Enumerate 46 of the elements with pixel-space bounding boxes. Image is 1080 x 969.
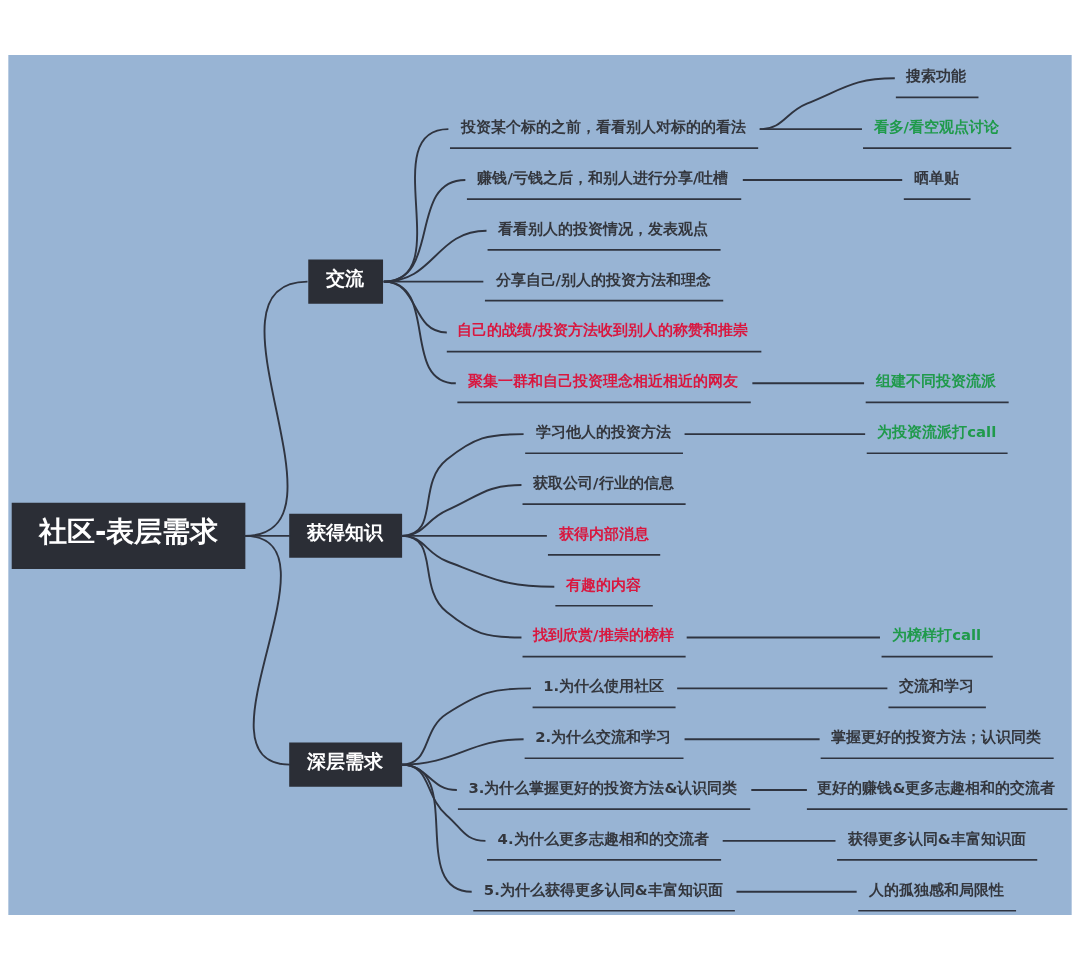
- node-text: 掌握更好的投资方法；认识同类: [831, 727, 1042, 745]
- node-text: 赚钱/亏钱之后，和别人进行分享/吐槽: [477, 168, 729, 186]
- node-text: 为投资流派打call: [877, 422, 997, 440]
- connector: [750, 788, 808, 791]
- node-text: 4.为什么更多志趣相和的交流者: [497, 829, 709, 847]
- node-box: 交流: [308, 259, 384, 304]
- node-text: 组建不同投资流派: [876, 371, 997, 389]
- node-box: 社区-表层需求: [11, 502, 246, 569]
- connector: [243, 534, 291, 766]
- node-text: 找到欣赏/推崇的榜样: [533, 625, 674, 643]
- node-text: 分享自己/别人的投资方法和理念: [495, 270, 711, 288]
- node-text: 人的孤独感和局限性: [868, 880, 1004, 898]
- connector: [683, 432, 867, 435]
- node-text: 搜索功能: [906, 66, 967, 84]
- node-text: 看多/看空观点讨论: [873, 117, 1000, 135]
- node-text: 看看别人的投资情况，发表观点: [498, 219, 709, 237]
- node-text: 3.为什么掌握更好的投资方法&认识同类: [468, 778, 738, 796]
- node-text: 5.为什么获得更多认同&丰富知识面: [483, 880, 723, 898]
- connector: [400, 686, 532, 766]
- node-text: 投资某个标的之前，看看别人对标的的看法: [460, 117, 746, 135]
- connector: [685, 636, 881, 638]
- node-text: 交流和学习: [899, 676, 975, 694]
- connector: [741, 178, 904, 181]
- node-text: 获得更多认同&丰富知识面: [847, 829, 1026, 847]
- connector: [758, 127, 863, 130]
- connector: [676, 686, 889, 689]
- node-text: 获取公司/行业的信息: [533, 473, 674, 491]
- node-text: 更好的赚钱&更多志趣相和的交流者: [817, 778, 1056, 796]
- node-box: 获得知识: [289, 513, 403, 558]
- connector: [400, 763, 473, 893]
- connector: [721, 839, 837, 842]
- connector: [751, 381, 866, 384]
- node-text: 学习他人的投资方法: [535, 422, 671, 440]
- node-text: 自己的战绩/投资方法收到别人的称赞和推崇: [457, 320, 748, 338]
- node-text: 为榜样打call: [892, 625, 982, 643]
- node-text: 1.为什么使用社区: [543, 676, 665, 694]
- node-text: 聚集一群和自己投资理念相近相近的网友: [467, 371, 738, 389]
- node-text: 晒单贴: [914, 168, 960, 186]
- connector: [758, 76, 896, 130]
- node-text: 有趣的内容: [565, 575, 641, 593]
- connector: [382, 280, 457, 384]
- node-text: 获得内部消息: [558, 524, 649, 542]
- node-box: 深层需求: [289, 742, 403, 787]
- node-text: 2.为什么交流和学习: [535, 727, 672, 745]
- connector: [683, 737, 821, 740]
- connector: [735, 890, 858, 893]
